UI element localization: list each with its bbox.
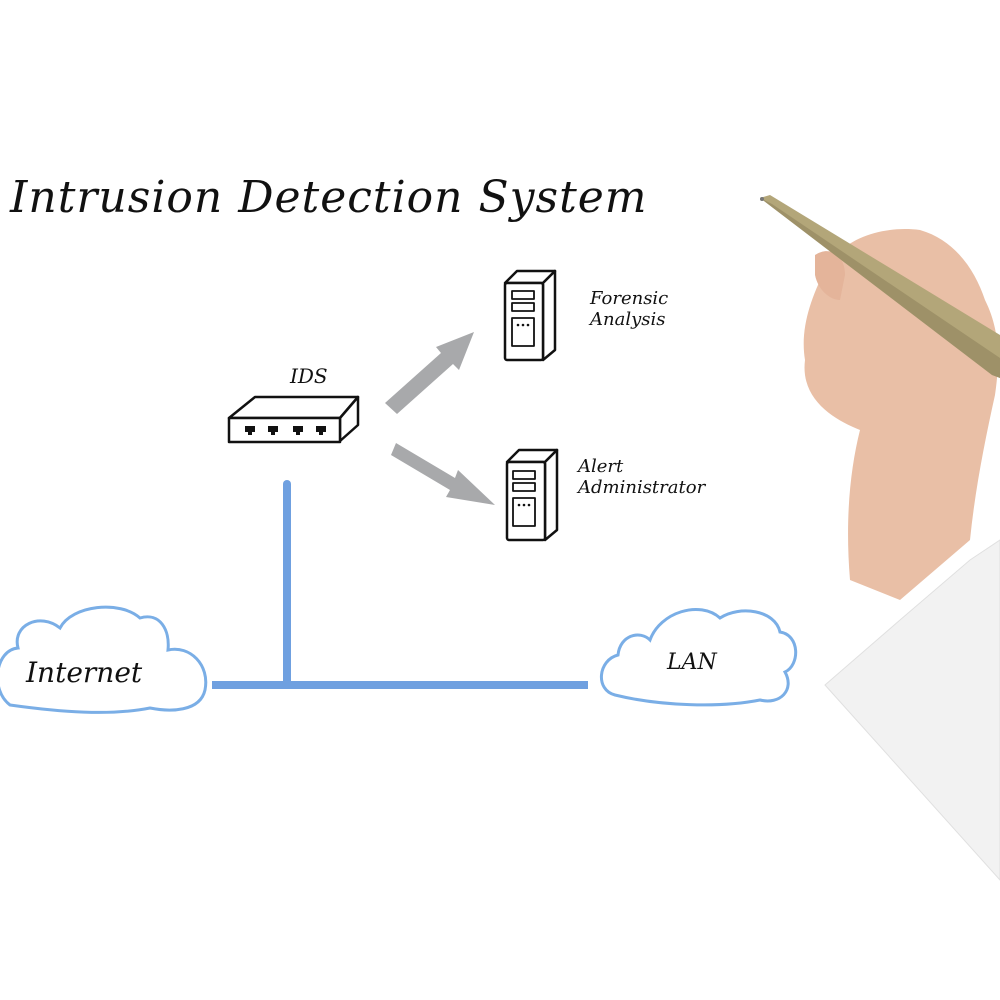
alert-line1: Alert	[578, 456, 624, 477]
forensic-line1: Forensic	[590, 288, 669, 309]
arrow-to-forensic	[385, 332, 474, 414]
alert-administrator-label: Alert Administrator	[578, 456, 705, 498]
alert-line2: Administrator	[578, 477, 706, 498]
thumb	[815, 251, 845, 300]
pen-icon	[760, 195, 1000, 378]
alert-server-icon	[505, 448, 559, 542]
internet-cloud-icon	[0, 605, 208, 714]
lan-cloud-icon	[599, 608, 798, 707]
forensic-analysis-label: Forensic Analysis	[590, 288, 668, 330]
ids-label: IDS	[290, 364, 328, 388]
lan-label: LAN	[667, 650, 717, 675]
sleeve	[824, 539, 1000, 881]
network-switch-icon	[227, 395, 360, 444]
diagram-title: Intrusion Detection System	[10, 172, 648, 223]
forensic-line2: Analysis	[590, 309, 666, 330]
internet-label: Internet	[26, 656, 143, 689]
arrow-to-alert	[391, 443, 495, 505]
forensic-server-icon	[503, 269, 557, 362]
